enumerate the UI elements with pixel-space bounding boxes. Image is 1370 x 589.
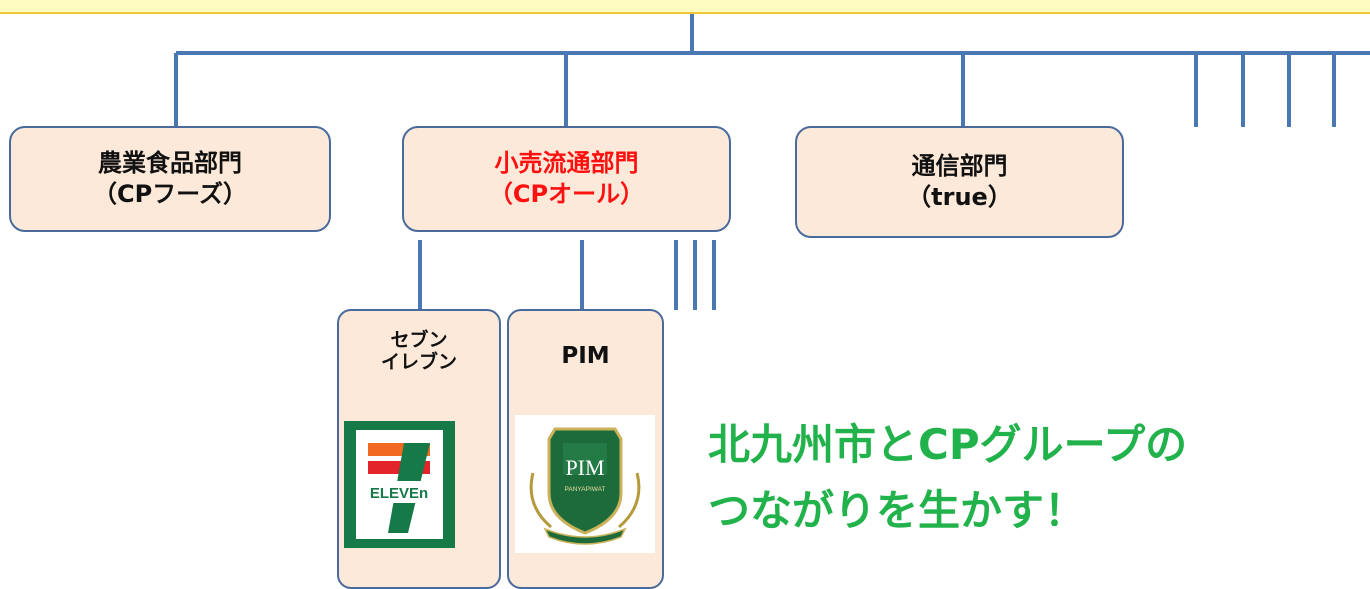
subsidiary-name-line2: イレブン (380, 351, 457, 373)
subsidiary-name: PIM (561, 343, 610, 369)
division-name: 小売流通部門 (494, 149, 639, 177)
logo-text: PIM (565, 455, 604, 480)
division-name: 農業食品部門 (98, 149, 242, 177)
division-company: （CPオール） (488, 180, 645, 208)
pim-logo: PIM PANYAPIWAT (515, 415, 655, 553)
division-company: （true） (907, 183, 1012, 211)
logo-text: ELEVEn (370, 485, 428, 502)
slogan-line1: 北九州市とCPグループの (708, 420, 1188, 469)
logo-subtext: PANYAPIWAT (565, 486, 606, 493)
slogan-line2: つながりを生かす！ (708, 486, 1087, 535)
division-telecom: 通信部門 （true） (795, 126, 1124, 238)
subsidiary-name-line1: セブン (390, 329, 448, 351)
division-company: （CPフーズ） (92, 180, 247, 208)
division-retail: 小売流通部門 （CPオール） (402, 126, 731, 232)
seven-eleven-logo: ELEVEn (344, 421, 455, 548)
slogan-message: 北九州市とCPグループの つながりを生かす！ (708, 412, 1187, 544)
division-name: 通信部門 (911, 152, 1008, 180)
top-banner-band (0, 0, 1370, 14)
org-connector-lines (174, 14, 1370, 310)
division-agri-food: 農業食品部門 （CPフーズ） (9, 126, 331, 232)
